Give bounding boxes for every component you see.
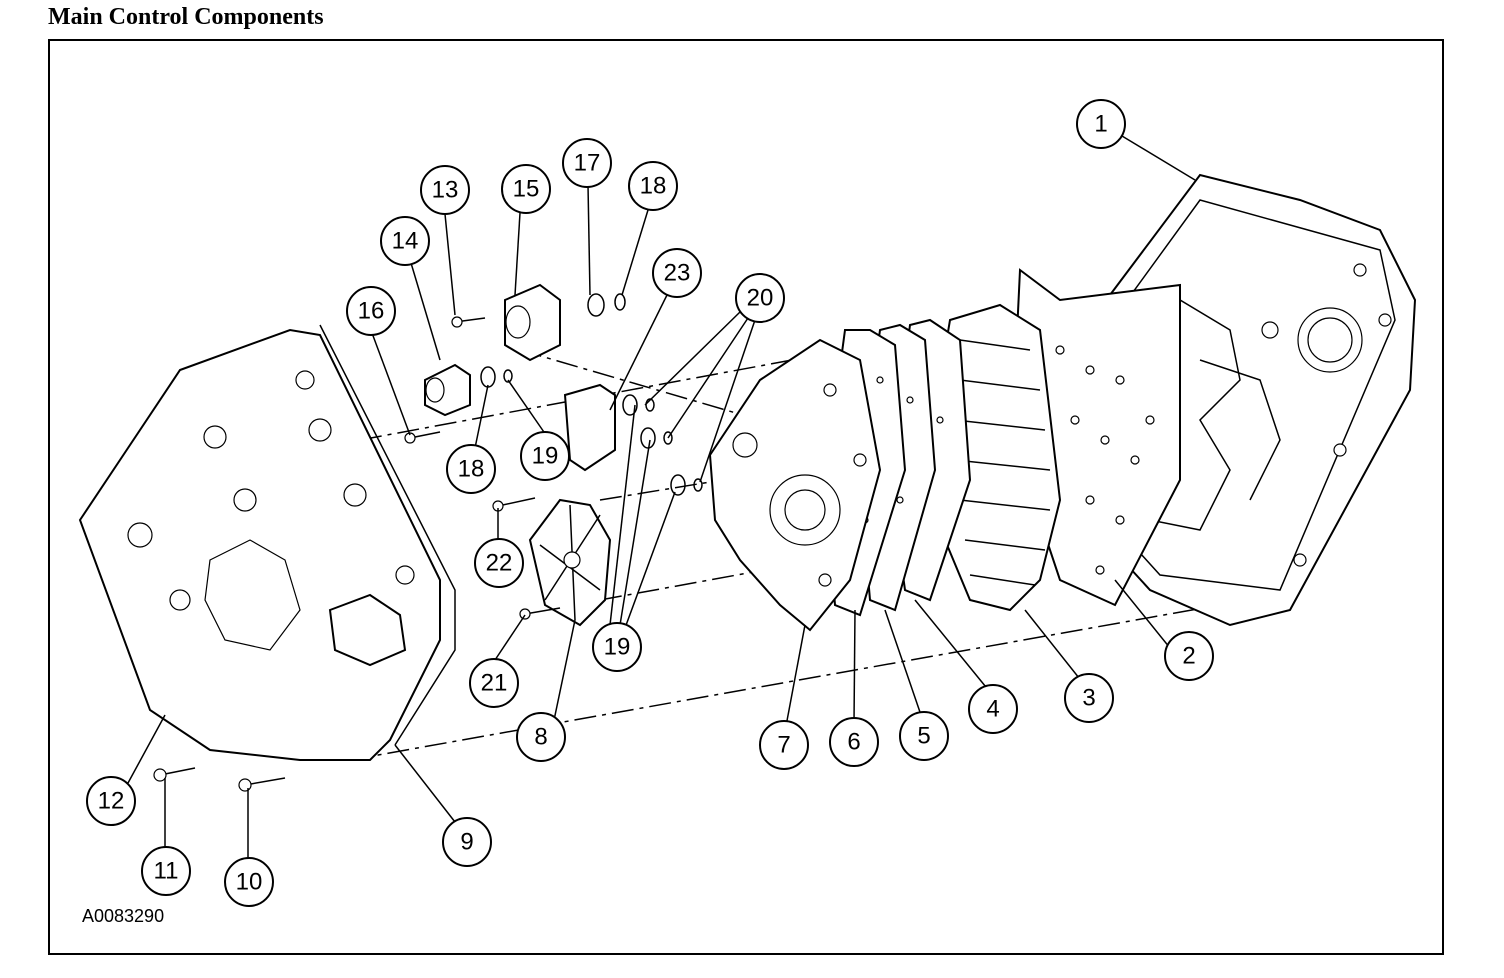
accumulator-cover [528,498,612,627]
svg-text:1: 1 [1094,111,1107,138]
svg-text:19: 19 [532,443,559,470]
callout-20: 20 [735,273,785,323]
svg-text:9: 9 [460,829,473,856]
svg-text:21: 21 [481,670,508,697]
callout-23: 23 [652,248,702,298]
svg-text:8: 8 [534,724,547,751]
svg-text:10: 10 [236,869,263,896]
svg-text:13: 13 [432,177,459,204]
svg-text:18: 18 [640,173,667,200]
callout-19-lower: 19 [592,622,642,672]
svg-text:20: 20 [747,285,774,312]
valve-body-cover [708,338,882,632]
leader-lines [127,135,1196,862]
svg-text:5: 5 [917,723,930,750]
callout-6: 6 [829,717,879,767]
callout-21: 21 [469,658,519,708]
svg-text:18: 18 [458,456,485,483]
callout-1: 1 [1076,99,1126,149]
svg-text:7: 7 [777,732,790,759]
diagram-frame [48,39,1444,955]
cover-bolts [153,767,286,792]
svg-text:23: 23 [664,260,691,287]
callout-22: 22 [474,538,524,588]
svg-text:11: 11 [154,858,179,885]
callout-18-lower: 18 [446,444,496,494]
callout-11: 11 [141,846,191,896]
callout-18-upper: 18 [628,161,678,211]
callout-14: 14 [380,216,430,266]
callout-3: 3 [1064,673,1114,723]
svg-text:14: 14 [392,228,419,255]
callout-5: 5 [899,711,949,761]
callout-8: 8 [516,712,566,762]
callout-12: 12 [86,776,136,826]
callout-17: 17 [562,138,612,188]
svg-text:2: 2 [1182,643,1195,670]
svg-text:3: 3 [1082,685,1095,712]
callout-19-left: 19 [520,431,570,481]
svg-text:16: 16 [358,298,385,325]
svg-text:17: 17 [574,150,601,177]
callout-4: 4 [968,684,1018,734]
callout-10: 10 [224,857,274,907]
svg-text:22: 22 [486,550,513,577]
svg-text:6: 6 [847,729,860,756]
callout-9: 9 [442,817,492,867]
svg-text:12: 12 [98,788,125,815]
solenoid-parts [404,283,703,620]
side-cover [78,324,456,761]
svg-text:4: 4 [986,696,999,723]
callout-13: 13 [420,165,470,215]
diagram-title: Main Control Components [48,4,324,30]
svg-text:19: 19 [604,634,631,661]
callout-15: 15 [501,164,551,214]
callout-7: 7 [759,720,809,770]
svg-text:15: 15 [513,176,540,203]
callout-16: 16 [346,286,396,336]
callout-2: 2 [1164,631,1214,681]
figure-id: A0083290 [82,906,164,926]
